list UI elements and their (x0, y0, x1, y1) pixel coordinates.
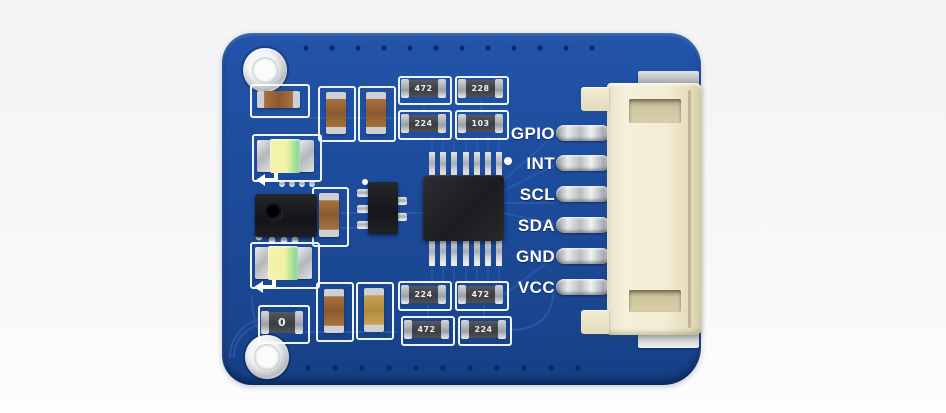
resistor-code: 224 (414, 290, 433, 299)
capacitor-top-1 (326, 92, 346, 134)
silkscreen-box-led-top (252, 134, 322, 182)
optical-sensor (255, 194, 317, 237)
resistor-103-top: 103 (458, 114, 503, 133)
connector-seam (688, 90, 691, 328)
connector-slot-bottom (629, 290, 681, 312)
silkscreen-box-cap1 (318, 86, 356, 142)
pin-label-int: INT (526, 154, 555, 173)
capacitor-bottom-brown (324, 289, 344, 333)
sensor-aperture (265, 203, 283, 221)
resistor-code: 472 (414, 84, 433, 93)
resistor-224-bottom-2: 224 (461, 320, 506, 339)
silkscreen-box-r5 (398, 281, 452, 311)
silkscreen-box-r8 (458, 316, 512, 346)
silkscreen-box-r3 (398, 110, 452, 140)
pin-label-vcc: VCC (517, 278, 555, 297)
capacitor-horizontal (257, 91, 300, 108)
resistor-code: 103 (471, 119, 490, 128)
silkscreen-box-cap4 (356, 282, 394, 340)
pin-label-sda: SDA (517, 216, 555, 235)
resistor-224-top: 224 (401, 114, 446, 133)
connector-slot-top (629, 99, 681, 123)
solder-pad-vcc (556, 279, 610, 295)
resistor-224-bottom-1: 224 (401, 285, 446, 304)
pin-label-gpio: GPIO (510, 124, 555, 143)
pin-label-gnd: GND (516, 247, 555, 266)
silkscreen-box-r2 (455, 76, 509, 105)
led-top (270, 139, 300, 173)
resistor-code: 224 (474, 325, 493, 334)
resistor-472-bottom-2: 472 (404, 320, 449, 339)
solder-pad-int (556, 155, 610, 171)
connector-notch-top (581, 87, 609, 111)
resistor-code: 472 (417, 325, 436, 334)
main-ic (423, 175, 504, 241)
capacitor-mid (319, 193, 339, 237)
solder-pad-sda (556, 217, 610, 233)
solder-pad-scl (556, 186, 610, 202)
led-top-pad-right (299, 140, 314, 172)
resistor-code: 224 (414, 119, 433, 128)
solder-pad-gpio (556, 125, 610, 141)
led-bottom-pad-left (255, 247, 269, 279)
connector-notch-bottom (581, 310, 609, 334)
resistor-472-top: 472 (401, 79, 446, 98)
mounting-hole-bottom-left-bore (254, 344, 280, 370)
led-bottom-pad-right (297, 247, 312, 279)
resistor-code: 472 (471, 290, 490, 299)
silkscreen-box-cap3 (316, 282, 354, 342)
resistor-code: 228 (471, 84, 490, 93)
capacitor-bottom-yellow (364, 288, 384, 332)
resistor-472-bottom-1: 472 (458, 285, 503, 304)
resistor-code: 0 (277, 316, 287, 329)
resistor-228-top: 228 (458, 79, 503, 98)
pin-label-scl: SCL (519, 185, 555, 204)
solder-pad-gnd (556, 248, 610, 264)
led-bottom (268, 246, 298, 280)
mounting-hole-top-left-bore (252, 57, 278, 83)
led-top-pad-left (257, 140, 271, 172)
silkscreen-box-cap2 (358, 86, 396, 142)
resistor-zero-ohm: 0 (261, 311, 303, 334)
sot23-package (368, 182, 398, 234)
silkscreen-box-r1 (398, 76, 452, 105)
capacitor-top-2 (366, 92, 386, 134)
